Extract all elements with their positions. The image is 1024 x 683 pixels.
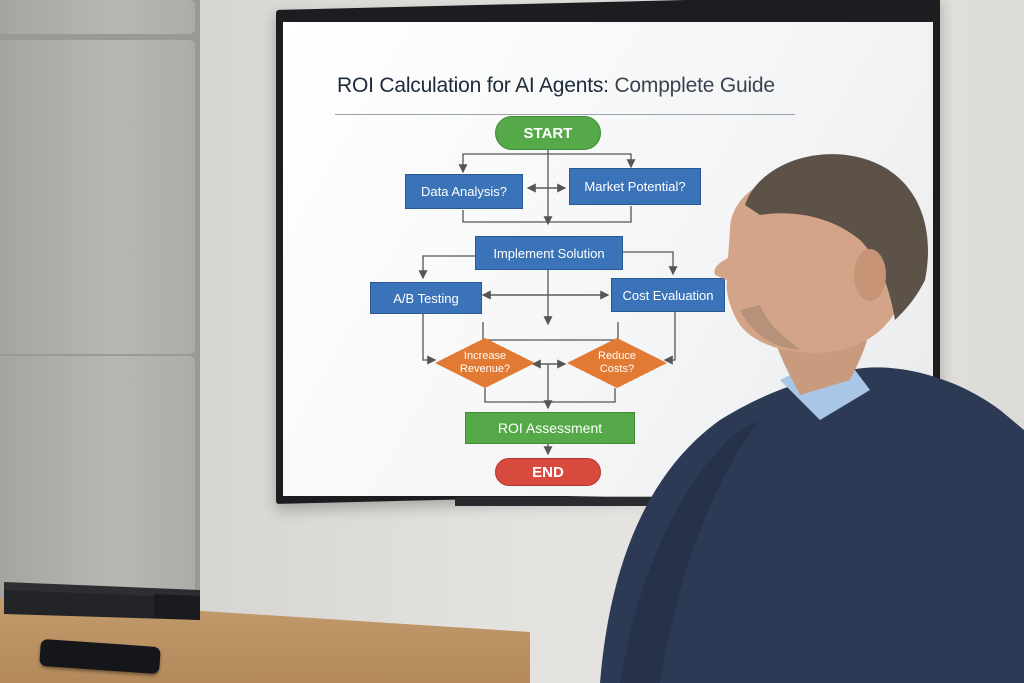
increase-revenue-label: Increase Revenue? [459, 350, 511, 375]
increase-revenue-decision: Increase Revenue? [435, 338, 535, 388]
start-node: START [495, 116, 601, 150]
wall-panel [0, 184, 195, 354]
title-underline [335, 114, 795, 115]
title-rest: Compplete Guide [614, 74, 775, 97]
flowchart: ROI Calculation for AI Agents: Compplete… [283, 22, 933, 496]
reduce-costs-label: Reduce Costs? [598, 350, 636, 375]
wall-panel [0, 356, 195, 528]
flowchart-connectors [418, 148, 678, 456]
notebook [4, 582, 200, 620]
wall-panel [0, 40, 195, 208]
end-node: END [495, 458, 601, 486]
market-potential-node: Market Potential? [569, 168, 701, 205]
implement-solution-node: Implement Solution [475, 236, 623, 270]
wall-panel [0, 0, 195, 34]
title-main: ROI Calculation for AI Agents: [337, 74, 609, 97]
tv-bottom-bar [455, 497, 675, 506]
cost-evaluation-node: Cost Evaluation [611, 278, 725, 312]
flowchart-title: ROI Calculation for AI Agents: Compplete… [337, 74, 775, 98]
reduce-costs-decision: Reduce Costs? [567, 338, 667, 388]
ab-testing-node: A/B Testing [370, 282, 482, 314]
acoustic-wall-panels [0, 0, 200, 604]
data-analysis-node: Data Analysis? [405, 174, 523, 209]
roi-assessment-node: ROI Assessment [465, 412, 635, 444]
